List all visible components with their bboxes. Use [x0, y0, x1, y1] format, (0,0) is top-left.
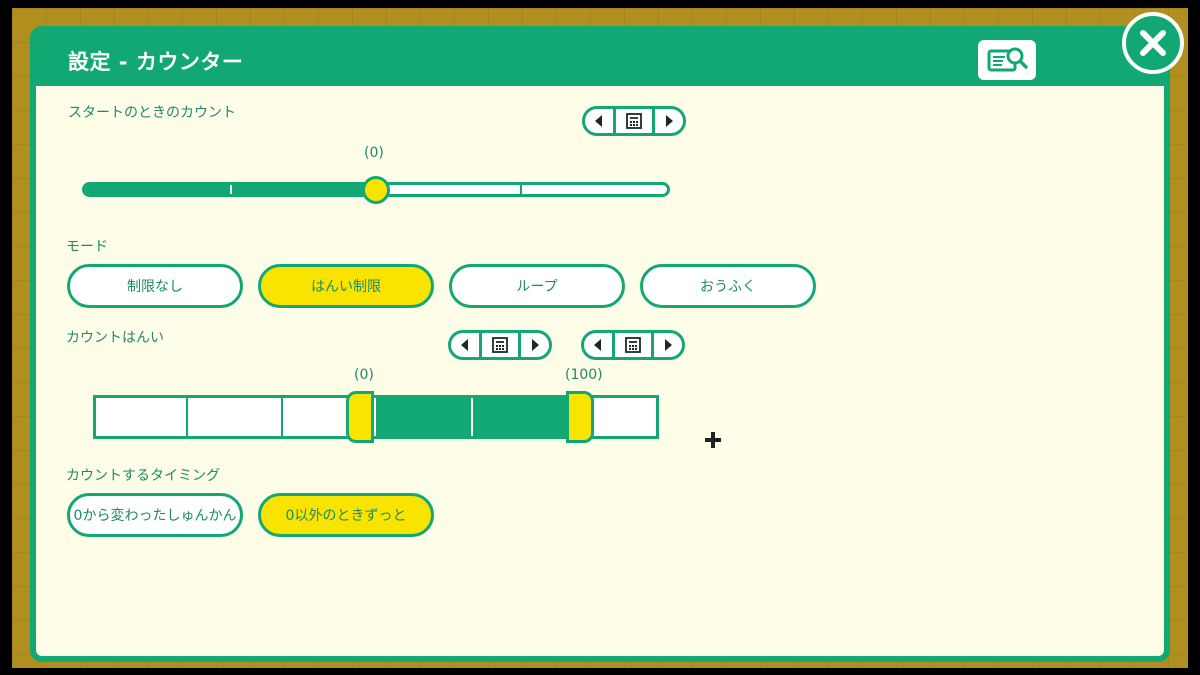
right-arrow-icon — [532, 339, 539, 351]
panel-header: 設定 - カウンター — [36, 32, 1164, 86]
right-arrow-icon — [666, 115, 673, 127]
range-max-value: (100) — [565, 367, 603, 383]
mode-option-unlimited[interactable]: 制限なし — [67, 264, 243, 308]
plus-cursor-icon — [705, 432, 721, 448]
mode-label: モード — [66, 239, 108, 255]
stepper-decrement-button[interactable] — [451, 333, 479, 357]
start-count-label: スタートのときのカウント — [68, 105, 236, 121]
timing-option-on-change[interactable]: 0から変わったしゅんかん — [67, 493, 243, 537]
stepper-increment-button[interactable] — [654, 333, 682, 357]
stepper-keypad-button[interactable] — [613, 109, 655, 133]
range-selected-fill — [376, 398, 572, 436]
range-divider — [281, 398, 283, 436]
stepper-keypad-button[interactable] — [612, 333, 654, 357]
close-button[interactable] — [1122, 12, 1184, 74]
stepper-decrement-button[interactable] — [585, 109, 613, 133]
mode-option-round-trip[interactable]: おうふく — [640, 264, 816, 308]
start-count-stepper[interactable] — [582, 106, 686, 136]
range-min-value: (0) — [354, 367, 374, 383]
range-min-stepper[interactable] — [448, 330, 552, 360]
mode-option-loop[interactable]: ループ — [449, 264, 625, 308]
calculator-icon — [625, 337, 641, 353]
stepper-decrement-button[interactable] — [584, 333, 612, 357]
start-count-value: (0) — [364, 145, 384, 161]
timing-label: カウントするタイミング — [66, 468, 220, 484]
stepper-keypad-button[interactable] — [479, 333, 521, 357]
range-divider — [471, 398, 473, 436]
slider-tick — [230, 185, 232, 194]
left-arrow-icon — [595, 115, 602, 127]
left-arrow-icon — [461, 339, 468, 351]
manual-search-button[interactable] — [978, 40, 1036, 80]
mode-option-range-limit[interactable]: はんい制限 — [258, 264, 434, 308]
slider-tick — [520, 185, 522, 194]
start-count-slider-knob[interactable] — [362, 176, 390, 204]
left-arrow-icon — [594, 339, 601, 351]
calculator-icon — [626, 113, 642, 129]
stepper-increment-button[interactable] — [655, 109, 683, 133]
right-arrow-icon — [665, 339, 672, 351]
range-max-stepper[interactable] — [581, 330, 685, 360]
calculator-icon — [492, 337, 508, 353]
range-divider — [186, 398, 188, 436]
close-icon — [1140, 30, 1166, 56]
manual-search-icon — [987, 47, 1028, 72]
count-range-label: カウントはんい — [66, 330, 164, 346]
dialog-title: 設定 - カウンター — [68, 50, 244, 74]
count-range-bar[interactable] — [93, 395, 659, 439]
timing-option-while-nonzero[interactable]: 0以外のときずっと — [258, 493, 434, 537]
settings-panel: 設定 - カウンター スタートのときのカウント — [30, 26, 1170, 662]
range-min-handle[interactable] — [346, 391, 374, 443]
range-max-handle[interactable] — [566, 391, 594, 443]
stepper-increment-button[interactable] — [521, 333, 549, 357]
